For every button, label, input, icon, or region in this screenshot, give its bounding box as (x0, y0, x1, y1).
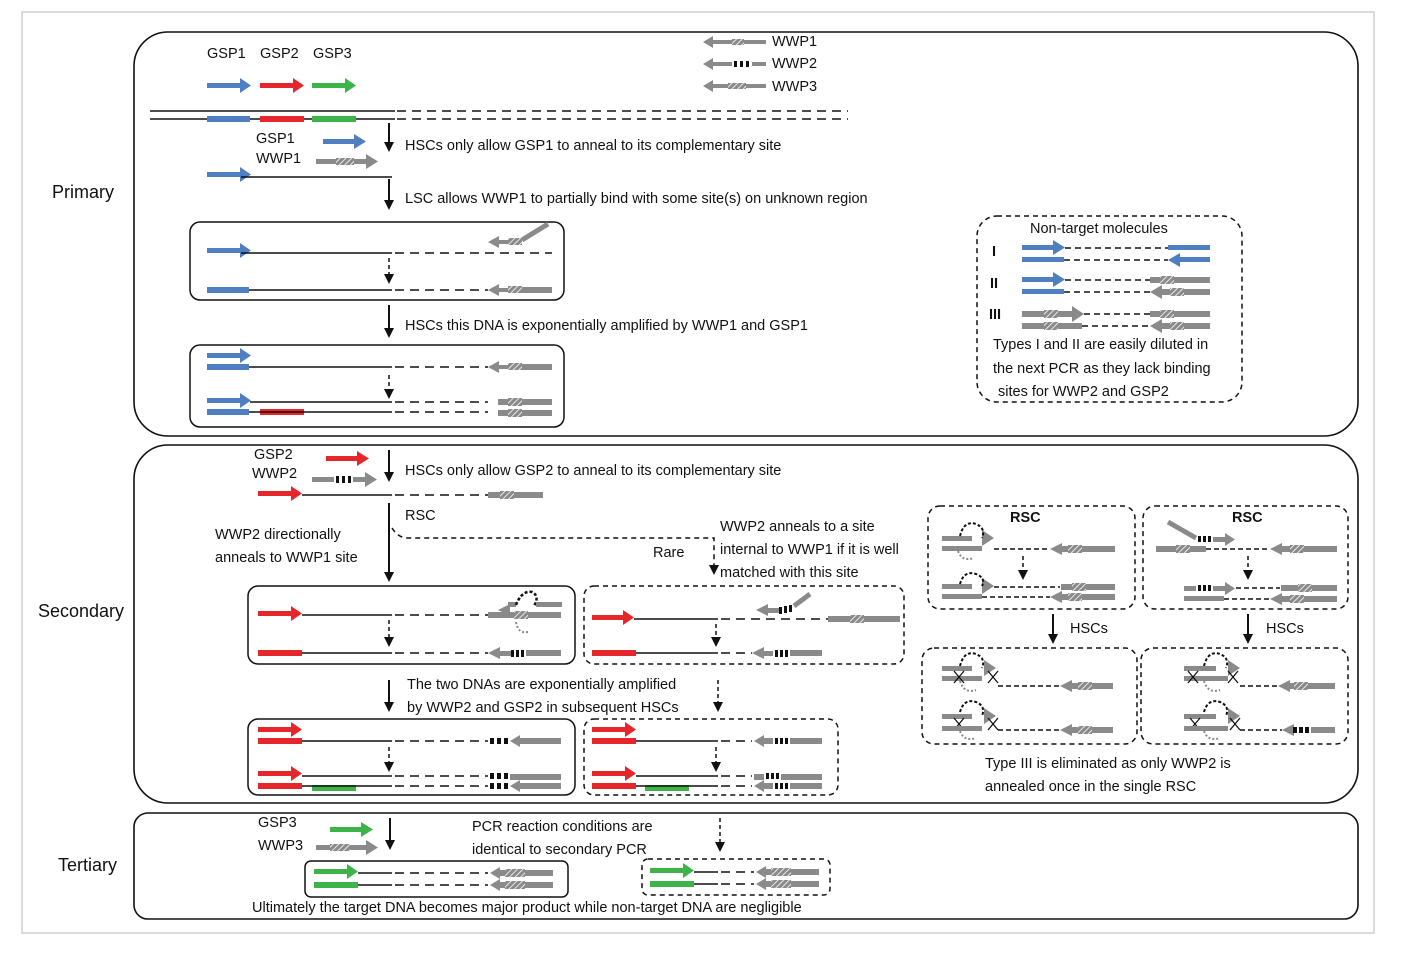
nontarget-note-line-1: Types I and II are easily diluted in (993, 337, 1208, 353)
rsc-right-molecules (1156, 519, 1337, 605)
primary-step3-text: HSCs this DNA is exponentially amplified… (405, 318, 808, 334)
lsc-box (189, 221, 565, 301)
stage-tertiary-label: Tertiary (58, 855, 117, 875)
primer-arrows-top (207, 78, 356, 93)
rare-label: Rare (653, 545, 684, 561)
primer-label-gsp1: GSP1 (207, 46, 246, 62)
directional-anneal-box (247, 585, 576, 665)
nontarget-type-1-molecule (1022, 240, 1210, 267)
tertiary-target-box (304, 860, 569, 898)
primer-label-gsp3: GSP3 (313, 46, 352, 62)
wwp-label-1: WWP1 (772, 34, 817, 50)
directional-line-2: anneals to WWP1 site (215, 550, 358, 566)
nontarget-title: Non-target molecules (1030, 221, 1168, 237)
conditions-line-1: PCR reaction conditions are (472, 819, 653, 835)
hscs-label-right: HSCs (1266, 621, 1304, 637)
rsc-box-left-label: RSC (1010, 510, 1041, 526)
rare-branch-line (391, 527, 719, 575)
nontarget-note-line-2: the next PCR as they lack binding (993, 361, 1211, 377)
internal-line-1: WWP2 anneals to a site (720, 519, 875, 535)
eliminated-box-left (921, 647, 1138, 745)
nontarget-type-2: II (990, 276, 998, 292)
wwp-label-2: WWP2 (772, 56, 817, 72)
eliminated-left-molecules (942, 652, 1113, 741)
rsc-box-left (927, 505, 1136, 610)
rsc-box-right (1142, 505, 1349, 610)
primary-amplified-box (189, 344, 565, 428)
nontarget-type-3: III (989, 307, 1001, 323)
rsc-box-right-label: RSC (1232, 510, 1263, 526)
eliminated-right-molecules (1184, 652, 1335, 741)
rsc-left-molecules (942, 522, 1115, 603)
primary-panel (133, 31, 1359, 437)
step1-gsp-label: GSP1 (256, 131, 295, 147)
primary-step2-text: LSC allows WWP1 to partially bind with s… (405, 191, 868, 207)
secondary-step1-text: HSCs only allow GSP2 to anneal to its co… (405, 463, 781, 479)
tertiary-gsp-label: GSP3 (258, 815, 297, 831)
type3-line-1: Type III is eliminated as only WWP2 is (985, 756, 1231, 772)
secondary-amplified-box-left (247, 718, 576, 796)
internal-anneal-box (583, 585, 905, 665)
nontarget-type-1: I (992, 244, 996, 260)
nontarget-type-2-molecule (1022, 272, 1210, 299)
amplified-line-1: The two DNAs are exponentially amplified (407, 677, 676, 693)
type3-line-2: annealed once in the single RSC (985, 779, 1196, 795)
stage-primary-label: Primary (52, 182, 114, 202)
internal-line-3: matched with this site (720, 565, 859, 581)
nontarget-note-line-3: sites for WWP2 and GSP2 (998, 384, 1169, 400)
internal-line-2: internal to WWP1 if it is well (720, 542, 899, 558)
stage-secondary-label: Secondary (38, 601, 124, 621)
directional-line-1: WWP2 directionally (215, 527, 341, 543)
hscs-label-left: HSCs (1070, 621, 1108, 637)
tertiary-wwp-label: WWP3 (258, 838, 303, 854)
secondary-panel (133, 444, 1359, 804)
primary-step1-text: HSCs only allow GSP1 to anneal to its co… (405, 138, 781, 154)
rsc-label: RSC (405, 508, 436, 524)
wwp-legend (703, 36, 766, 92)
conditions-line-2: identical to secondary PCR (472, 842, 647, 858)
nontarget-box (976, 215, 1243, 403)
amplified-line-2: by WWP2 and GSP2 in subsequent HSCs (407, 700, 679, 716)
tertiary-conclusion: Ultimately the target DNA becomes major … (252, 900, 802, 916)
primer-label-gsp2: GSP2 (260, 46, 299, 62)
tertiary-panel (133, 812, 1359, 920)
secondary-amplified-box-right (583, 718, 839, 796)
nontarget-type-3-molecule (1022, 306, 1210, 333)
step1-wwp-label: WWP1 (256, 151, 301, 167)
eliminated-box-right (1140, 647, 1349, 745)
tertiary-nontarget-box (641, 858, 831, 896)
wwp-label-3: WWP3 (772, 79, 817, 95)
secondary-wwp-label: WWP2 (252, 466, 297, 482)
secondary-gsp-label: GSP2 (254, 447, 293, 463)
template-dna (150, 110, 848, 122)
